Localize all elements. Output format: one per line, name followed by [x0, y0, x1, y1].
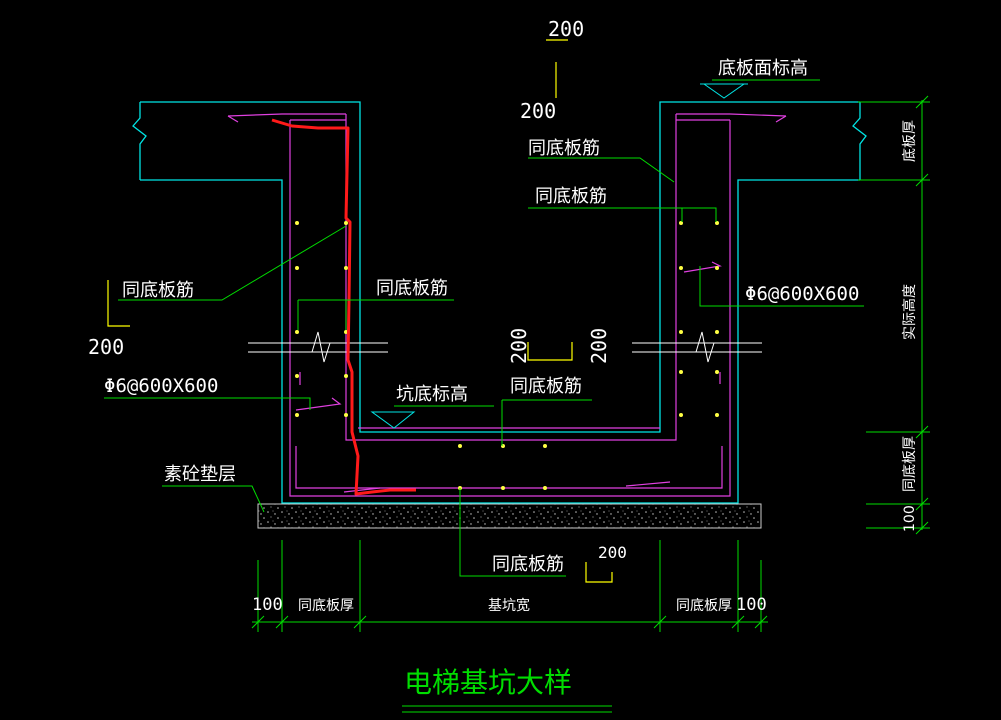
hook-left-value: 200 — [88, 335, 124, 359]
label-stirrup-left: Φ6@600X600 — [104, 375, 218, 397]
annotation-labels: 底板面标高 同底板筋 同底板筋 同底板筋 同底板筋 Φ6@600X600 Φ6@… — [104, 58, 859, 575]
dim-pit-width: 基坑宽 — [488, 597, 530, 614]
hook-mid-a-value: 200 — [507, 328, 531, 364]
leader-lines — [104, 79, 864, 577]
drawing-title: 电梯基坑大样 — [404, 666, 572, 699]
pit-concrete-outline — [132, 101, 867, 504]
dim-same-slab-thickness-v: 同底板厚 — [902, 436, 918, 492]
label-plain-concrete-cushion: 素砼垫层 — [164, 464, 236, 485]
label-pit-bottom-elevation: 坑底标高 — [396, 384, 468, 405]
dim-cushion-100-left: 100 — [252, 595, 283, 615]
dim-cushion-100-v: 100 — [902, 505, 918, 532]
label-same-bar-2: 同底板筋 — [535, 186, 607, 207]
dimension-lines — [251, 95, 930, 713]
label-same-bar-5: 同底板筋 — [510, 376, 582, 397]
label-slab-top-elevation: 底板面标高 — [718, 58, 808, 79]
right-dimension-texts: 底板厚 实际高度 同底板厚 100 — [901, 120, 918, 532]
hook-top-a-value: 200 — [548, 17, 584, 41]
plain-concrete-cushion-layer — [257, 503, 762, 529]
dim-cushion-100-right: 100 — [736, 595, 767, 615]
label-same-bar-1: 同底板筋 — [528, 138, 600, 159]
dim-same-slab-thickness-left: 同底板厚 — [298, 598, 354, 614]
dim-actual-height: 实际高度 — [901, 284, 918, 340]
rebar-cage — [227, 113, 787, 497]
dim-same-slab-thickness-right: 同底板厚 — [676, 598, 732, 614]
label-same-bar-4: 同底板筋 — [376, 278, 448, 299]
wall-break-lines — [248, 331, 762, 363]
hook-dimension-numbers: 200 200 200 200 200 200 — [88, 17, 627, 562]
hook-bottom-value: 200 — [598, 543, 627, 562]
hook-top-b-value: 200 — [520, 99, 556, 123]
hook-mid-b-value: 200 — [587, 328, 611, 364]
hook-symbols — [107, 39, 613, 583]
dim-slab-thickness: 底板厚 — [902, 120, 918, 162]
label-same-bar-6: 同底板筋 — [492, 554, 564, 575]
label-stirrup-right: Φ6@600X600 — [745, 283, 859, 305]
bottom-dimension-texts: 100 同底板厚 基坑宽 同底板厚 100 — [252, 595, 767, 615]
label-same-bar-3: 同底板筋 — [122, 280, 194, 301]
red-markup-stroke — [271, 118, 416, 496]
